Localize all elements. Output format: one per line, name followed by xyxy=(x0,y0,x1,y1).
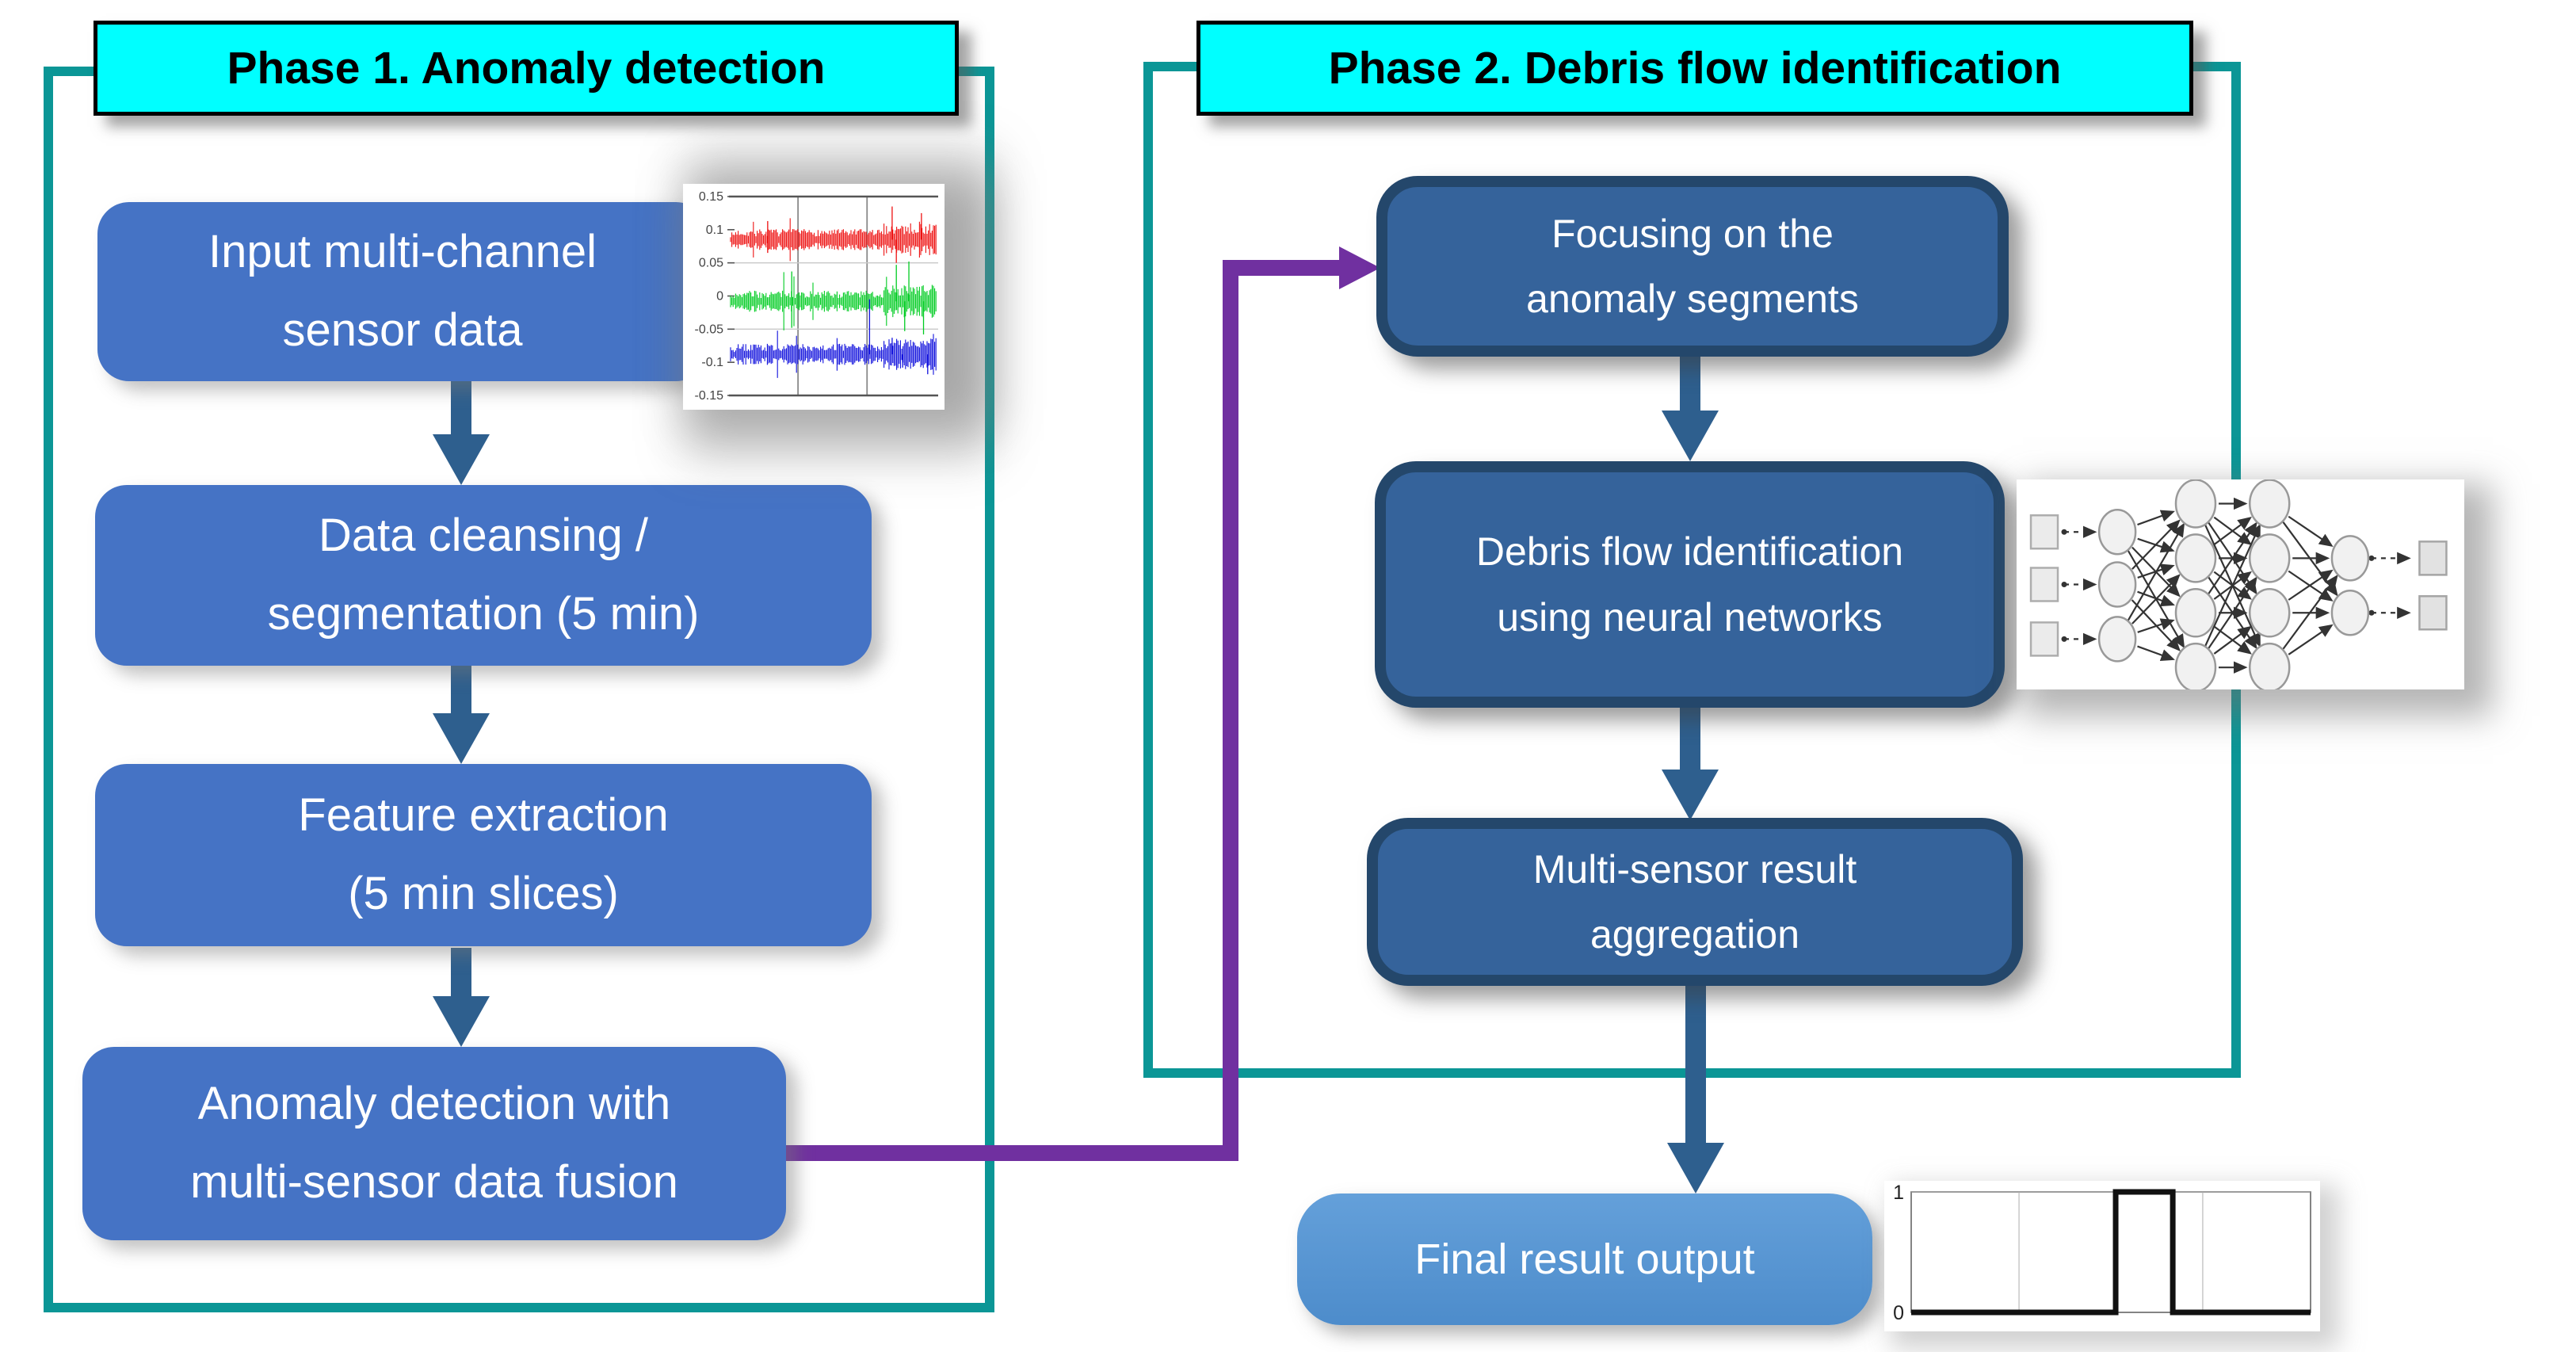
step-input-sensor-data: Input multi-channel sensor data xyxy=(97,202,708,381)
step-label-line: using neural networks xyxy=(1497,594,1883,640)
svg-text:-0.05: -0.05 xyxy=(695,323,724,336)
arrow-shaft xyxy=(451,381,471,441)
svg-text:-0.1: -0.1 xyxy=(701,356,723,369)
purple-connector-top-segment xyxy=(1223,260,1341,276)
svg-text:0: 0 xyxy=(1893,1302,1904,1324)
step-data-cleansing: Data cleansing / segmentation (5 min) xyxy=(95,485,872,666)
arrow-focusing-to-debris xyxy=(1662,355,1719,461)
arrow-down-icon xyxy=(433,996,490,1047)
phase2-title: Phase 2. Debris flow identification xyxy=(1196,21,2193,116)
svg-text:0.05: 0.05 xyxy=(699,257,723,270)
arrow-down-icon xyxy=(1667,1143,1724,1194)
step-feature-extraction: Feature extraction (5 min slices) xyxy=(95,764,872,946)
arrow-input-to-cleansing xyxy=(433,381,490,485)
step-label-line: anomaly segments xyxy=(1526,277,1859,321)
arrow-shaft xyxy=(1685,976,1706,1149)
svg-text:1: 1 xyxy=(1893,1182,1904,1204)
arrow-shaft xyxy=(1680,355,1700,417)
purple-connector-vertical-segment xyxy=(1223,260,1238,1161)
step-debris-flow-identification: Debris flow identification using neural … xyxy=(1375,461,2005,708)
phase1-title: Phase 1. Anomaly detection xyxy=(93,21,959,116)
step-label-line: sensor data xyxy=(282,304,523,356)
step-label-line: Multi-sensor result xyxy=(1532,846,1857,892)
arrow-shaft xyxy=(451,666,471,720)
step-label-line: Input multi-channel xyxy=(208,226,597,278)
step-multisensor-aggregation: Multi-sensor result aggregation xyxy=(1367,818,2023,986)
step-label-line: (5 min slices) xyxy=(348,868,619,919)
output-step-chart: 10 xyxy=(1893,1182,2311,1324)
arrow-down-icon xyxy=(1662,411,1719,461)
arrow-cleansing-to-feature xyxy=(433,666,490,764)
step-focusing-anomaly-segments: Focusing on the anomaly segments xyxy=(1376,176,2009,357)
step-label-line: aggregation xyxy=(1589,912,1800,957)
arrow-shaft xyxy=(1680,708,1700,776)
arrow-debris-to-aggregation xyxy=(1662,708,1719,820)
step-label-line: Feature extraction xyxy=(298,789,669,842)
phase2-title-label: Phase 2. Debris flow identification xyxy=(1328,43,2062,94)
step-label-line: Anomaly detection with xyxy=(197,1078,671,1130)
step-label-line: segmentation (5 min) xyxy=(267,588,700,640)
purple-connector-bottom-segment xyxy=(783,1145,1238,1161)
step-final-result-output: Final result output xyxy=(1297,1194,1872,1325)
step-anomaly-detection: Anomaly detection with multi-sensor data… xyxy=(82,1047,786,1240)
purple-arrowhead-icon xyxy=(1339,246,1380,289)
step-label-line: Final result output xyxy=(1414,1236,1755,1283)
step-label-line: Focusing on the xyxy=(1551,211,1834,256)
arrow-down-icon xyxy=(433,434,490,485)
svg-text:0.15: 0.15 xyxy=(699,190,723,204)
step-label-line: Data cleansing / xyxy=(319,510,648,562)
arrow-down-icon xyxy=(433,713,490,764)
step-label-line: Debris flow identification xyxy=(1475,529,1904,574)
arrow-down-icon xyxy=(1662,770,1719,820)
phase1-title-label: Phase 1. Anomaly detection xyxy=(227,43,826,94)
neural-network-illustration-panel xyxy=(2017,479,2464,689)
svg-text:0.1: 0.1 xyxy=(706,223,723,237)
neural-network-diagram xyxy=(2029,479,2448,689)
svg-text:0: 0 xyxy=(716,290,723,304)
step-label-line: multi-sensor data fusion xyxy=(190,1156,678,1208)
arrow-feature-to-anomaly xyxy=(433,948,490,1047)
sensor-signal-chart: 0.15 0.1 0.05 0 -0.05 -0.1 -0.15 xyxy=(695,190,938,403)
sensor-signal-chart-panel: 0.15 0.1 0.05 0 -0.05 -0.1 -0.15 xyxy=(683,184,945,410)
arrow-aggregation-to-final xyxy=(1667,976,1724,1194)
arrow-shaft xyxy=(451,948,471,1003)
svg-text:-0.15: -0.15 xyxy=(695,389,724,403)
